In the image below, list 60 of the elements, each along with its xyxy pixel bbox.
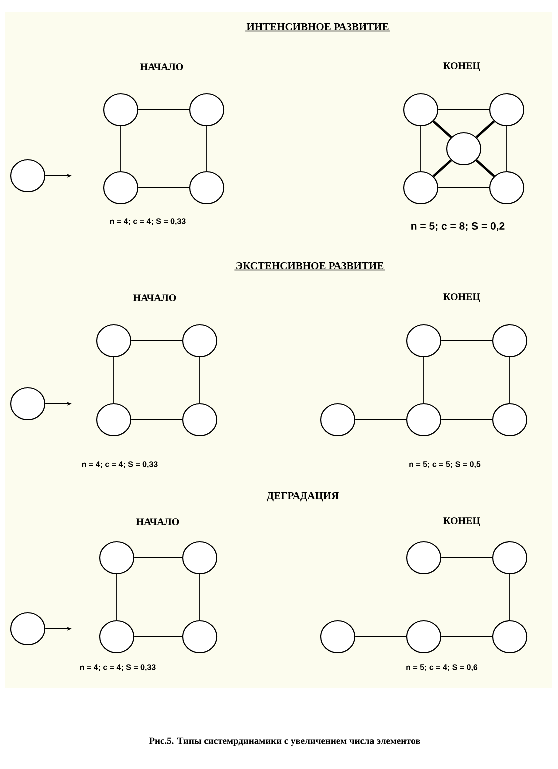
section-heading: ДЕГРАДАЦИЯ [266,492,339,502]
formula-text: n = 5; c = 4; S = 0,6 [406,664,478,672]
connecting-line [355,636,407,638]
formula-text: n = 4; c = 4; S = 0,33 [110,218,186,226]
circle-node [103,171,139,205]
circle-node [492,541,528,575]
circle-node [96,324,132,358]
connecting-line [476,120,496,138]
connecting-line [131,340,183,342]
circle-node [492,620,528,654]
circle-node [406,620,442,654]
circle-node [99,620,135,654]
circle-node [489,171,525,205]
circle-node [182,324,218,358]
circle-node [406,541,442,575]
stage-label: КОНЕЦ [444,62,480,72]
circle-node [99,541,135,575]
section-heading: ИНТЕНСИВНОЕ РАЗВИТИЕ [245,23,391,32]
connecting-line [432,160,452,178]
circle-node [403,93,439,127]
connecting-line [432,120,452,138]
section-heading: ЭКСТЕНСИВНОЕ РАЗВИТИЕ [234,262,386,271]
connecting-line [441,340,493,342]
circle-node [182,620,218,654]
circle-node [10,387,46,421]
circle-node [189,171,225,205]
connecting-line [116,574,118,621]
connecting-line [206,126,208,172]
formula-text: n = 4; c = 4; S = 0,33 [82,462,158,468]
circle-node [320,403,356,437]
circle-node [182,403,218,437]
circle-node [10,159,46,193]
circle-node [492,324,528,358]
stage-label: КОНЕЦ [444,294,480,302]
connecting-line [506,126,508,172]
circle-node [489,93,525,127]
connecting-line [476,160,496,178]
formula-text: n = 4; c = 4; S = 0,33 [80,664,156,672]
circle-node [446,132,482,166]
connecting-line [441,636,493,638]
circle-node [96,403,132,437]
connecting-line [120,126,122,172]
connecting-line [134,636,183,638]
circle-node [403,171,439,205]
connecting-line [420,126,422,172]
figure-caption: Рис.5. Типы системрдинамики с увеличением числа элементов [149,738,420,746]
circle-node [320,620,356,654]
stage-label: НАЧАЛО [134,294,176,302]
circle-node [492,403,528,437]
formula-text: n = 5; c = 8; S = 0,2 [412,222,505,232]
circle-node [10,612,46,646]
circle-node [182,541,218,575]
circle-node [406,324,442,358]
stage-label: НАЧАЛО [140,64,184,70]
stage-label: КОНЕЦ [444,518,480,526]
formula-text: n = 5; c = 5; S = 0,5 [410,462,481,468]
stage-label: НАЧАЛО [136,518,180,526]
circle-node [406,403,442,437]
circle-node [103,93,139,127]
circle-node [189,93,225,127]
